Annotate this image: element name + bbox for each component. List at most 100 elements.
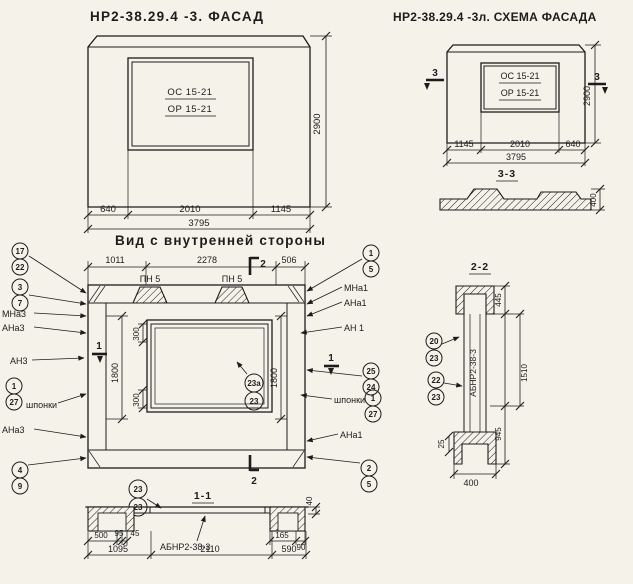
section-1-1-dim-90: 90 bbox=[297, 543, 306, 552]
scheme-window-frame bbox=[480, 62, 560, 113]
section-1-1-drawing: 1-1 40 500 95 45 АБНР2-38-3 165 90 1095 bbox=[83, 490, 321, 560]
callout-25-24: 25 24 bbox=[306, 362, 380, 396]
callout-27-left: 27 bbox=[10, 398, 19, 407]
callout-27-right: 27 bbox=[369, 410, 378, 419]
section-3-mark-left: 3 bbox=[424, 68, 444, 90]
scheme-title: НР2-38.29.4 -3л. СХЕМА ФАСАДА bbox=[393, 10, 597, 24]
facade-dim-mid: 2010 bbox=[179, 204, 200, 215]
label-shponki-left: шпонки bbox=[26, 400, 57, 410]
section-2-mark-bottom: 2 bbox=[248, 455, 259, 487]
callout-17: 17 bbox=[16, 247, 25, 256]
callout-22-23: 22 23 bbox=[427, 371, 463, 406]
label-ana3-top: АНа3 bbox=[2, 323, 25, 333]
section-2-2-dim-445: 445 bbox=[494, 293, 503, 307]
facade-window-frame bbox=[127, 57, 254, 151]
scheme-window-mark-1: ОС 15-21 bbox=[500, 71, 539, 81]
callout-23a-23: 23а 23 bbox=[236, 361, 264, 411]
scheme-window-mark-2: ОР 15-21 bbox=[501, 88, 540, 98]
callout-1-5: 1 5 bbox=[306, 244, 380, 292]
section-1-mark-left-label: 1 bbox=[96, 341, 102, 352]
section-2-2-dim-400: 400 bbox=[463, 478, 478, 488]
facade-window-mark-1: ОС 15-21 bbox=[167, 87, 212, 98]
callout-22: 22 bbox=[16, 263, 25, 272]
callout-7: 7 bbox=[18, 299, 23, 308]
inner-dim-1800-left: 1800 bbox=[110, 363, 120, 383]
inner-view-drawing: Вид с внутренней стороны 1011 2278 506 2… bbox=[2, 233, 382, 517]
section-3-mark-left-label: 3 bbox=[432, 68, 438, 79]
scheme-dim-left: 1145 bbox=[454, 139, 473, 149]
callout-2: 2 bbox=[367, 464, 372, 473]
inner-dim-300-top: 300 bbox=[132, 327, 141, 341]
callout-23-under-20: 23 bbox=[430, 354, 439, 363]
callout-1-right: 1 bbox=[371, 394, 376, 403]
callout-22-section: 22 bbox=[432, 376, 441, 385]
callout-24: 24 bbox=[367, 383, 376, 392]
facade-dim-left: 640 bbox=[100, 204, 116, 215]
callout-20: 20 bbox=[430, 337, 439, 346]
label-ana3-bottom: АНа3 bbox=[2, 425, 25, 435]
section-2-mark-bottom-label: 2 bbox=[251, 476, 257, 487]
section-3-mark-right: 3 bbox=[588, 72, 608, 94]
callout-23-bottom-top: 23 bbox=[134, 485, 143, 494]
section-1-1-dim-40: 40 bbox=[305, 496, 314, 505]
section-1-1-part-label: АБНР2-38-3 bbox=[160, 542, 210, 552]
section-3-3-title: 3-3 bbox=[498, 168, 516, 180]
lintel-label-left: ПН 5 bbox=[140, 274, 160, 284]
section-1-mark-right: 1 bbox=[324, 353, 339, 375]
callout-3-7: 3 7 bbox=[11, 278, 87, 312]
facade-dim-right: 1145 bbox=[271, 204, 291, 215]
section-2-2-dim-1510: 1510 bbox=[520, 364, 529, 382]
callout-4-9: 4 9 bbox=[11, 456, 87, 495]
section-3-3-profile bbox=[439, 188, 592, 211]
callout-23a: 23а bbox=[247, 379, 261, 388]
callout-20-23: 20 23 bbox=[425, 332, 460, 367]
inner-dim-1800-right: 1800 bbox=[269, 368, 279, 388]
inner-window-frame bbox=[146, 319, 273, 413]
section-1-1-dim-95: 95 bbox=[115, 529, 124, 538]
section-2-2-dim-945: 945 bbox=[494, 427, 503, 441]
label-ana1-bottom: АНа1 bbox=[340, 430, 363, 440]
section-1-1-dim-2110: 2110 bbox=[200, 544, 219, 554]
facade-dim-height: 2900 bbox=[312, 113, 323, 134]
facade-dim-total: 3795 bbox=[188, 218, 209, 229]
scheme-dim-right: 640 bbox=[565, 139, 580, 149]
facade-title: НР2-38.29.4 -3. ФАСАД bbox=[90, 9, 264, 24]
inner-panel-outline bbox=[87, 284, 306, 469]
section-2-mark-top-label: 2 bbox=[260, 259, 266, 270]
label-ana1-top: АНа1 bbox=[344, 298, 367, 308]
inner-dim-top-2: 2278 bbox=[197, 255, 217, 265]
lintel-left bbox=[132, 286, 168, 304]
callout-5-bottom-right: 5 bbox=[367, 480, 372, 489]
section-2-mark-top: 2 bbox=[248, 256, 266, 275]
label-mna3: МНа3 bbox=[2, 309, 26, 319]
callout-17-22: 17 22 bbox=[11, 242, 87, 294]
callout-25: 25 bbox=[367, 367, 376, 376]
section-2-2-part-label: АБНР2-38-3 bbox=[468, 349, 478, 397]
lintel-right bbox=[214, 286, 250, 304]
callout-1-top-right: 1 bbox=[369, 249, 374, 258]
scheme-dim-mid: 2010 bbox=[510, 139, 530, 149]
section-1-mark-right-label: 1 bbox=[328, 353, 334, 364]
section-1-1-dim-500: 500 bbox=[94, 531, 108, 540]
inner-dim-top-1: 1011 bbox=[105, 255, 124, 265]
facade-window-mark-2: ОР 15-21 bbox=[168, 104, 213, 115]
label-an3: АН3 bbox=[10, 356, 28, 366]
scheme-drawing: НР2-38.29.4 -3л. СХЕМА ФАСАДА ОС 15-21 О… bbox=[393, 10, 608, 215]
section-3-3-dim: 400 bbox=[589, 193, 598, 207]
callout-23-under-23a: 23 bbox=[250, 397, 259, 406]
callout-1-left: 1 bbox=[12, 382, 17, 391]
section-1-1-dim-165: 165 bbox=[275, 531, 289, 540]
label-shponki-right: шпонки bbox=[334, 395, 365, 405]
facade-drawing: НР2-38.29.4 -3. ФАСАД ОС 15-21 ОР 15-21 … bbox=[83, 9, 332, 234]
section-2-2-title: 2-2 bbox=[471, 261, 489, 273]
label-an1: АН 1 bbox=[344, 323, 364, 333]
section-1-1-dim-590: 590 bbox=[281, 544, 296, 554]
callout-3: 3 bbox=[18, 283, 23, 292]
section-2-2-dim-25: 25 bbox=[437, 439, 446, 448]
scheme-dim-height: 2900 bbox=[582, 86, 592, 106]
section-2-2-drawing: 2-2 АБНР2-38-3 445 945 1510 25 400 20 23 bbox=[425, 261, 529, 488]
label-mna1: МНа1 bbox=[344, 283, 368, 293]
lintel-label-right: ПН 5 bbox=[222, 274, 242, 284]
callout-4: 4 bbox=[18, 466, 23, 475]
